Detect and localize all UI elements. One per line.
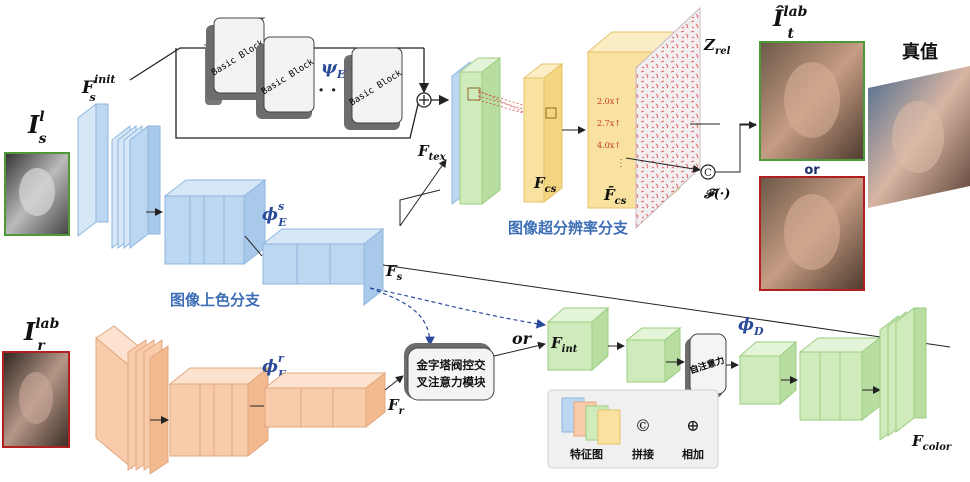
label-Fint: Fint bbox=[550, 334, 578, 355]
feature-Fint-cube bbox=[546, 306, 610, 372]
svg-text:C: C bbox=[704, 168, 712, 179]
encoder-s-cubes bbox=[163, 178, 267, 266]
decoder-cube-3 bbox=[798, 336, 882, 422]
ratio-label-3: 4.0x↑ bbox=[597, 141, 621, 150]
encoder-s-first-layers bbox=[77, 102, 161, 250]
label-Fcs-bar: F̄cs bbox=[603, 185, 627, 207]
feature-Fcolor-layers bbox=[879, 306, 927, 442]
self-attention-block: 自注意力 bbox=[685, 333, 727, 398]
pyramid-label-1: 金字塔阀控交 bbox=[416, 358, 486, 372]
feature-Fs-cubes bbox=[261, 227, 385, 307]
label-phiD: ϕD bbox=[738, 315, 764, 338]
link-enc-fs bbox=[244, 235, 263, 257]
encoder-r-cubes bbox=[168, 366, 270, 458]
label-Ftex: Ftex bbox=[417, 142, 447, 163]
label-Zrel: Zrel bbox=[703, 36, 731, 57]
legend-add: 相加 bbox=[682, 447, 704, 461]
pyramid-label-2: 叉注意力模块 bbox=[416, 375, 486, 389]
legend: 特征图 © 拼接 ⊕ 相加 bbox=[547, 389, 719, 469]
feature-Ftex bbox=[451, 56, 502, 206]
section-title-colorization: 图像上色分支 bbox=[170, 291, 261, 309]
concat-node-icon: C bbox=[700, 164, 716, 180]
feature-Fcs bbox=[522, 62, 564, 204]
ratio-label-2: 2.7x↑ bbox=[597, 119, 621, 128]
concat-icon: © bbox=[635, 416, 651, 435]
decoder-cube-1 bbox=[625, 326, 682, 384]
ratio-label-1: 2.0x↑ bbox=[597, 97, 621, 106]
label-F-func: 𝓕(·) bbox=[703, 187, 730, 202]
arrow-fs-to-ftex bbox=[399, 159, 447, 227]
label-Fcolor: Fcolor bbox=[911, 432, 952, 453]
line-fs-branch bbox=[399, 189, 441, 226]
label-psiE: ψE bbox=[321, 58, 346, 81]
dashed-fs-to-fint bbox=[369, 287, 547, 329]
label-or-top: or bbox=[804, 163, 820, 178]
arrow-fr-to-pyramid bbox=[384, 375, 404, 391]
reference-image bbox=[2, 351, 70, 448]
arrow-to-concat bbox=[625, 157, 701, 173]
feature-Fr-cubes bbox=[263, 371, 387, 429]
input-image-gray bbox=[4, 152, 70, 236]
decoder-cube-2 bbox=[738, 340, 798, 406]
encoder-r-first-layers bbox=[95, 325, 169, 475]
ground-truth-label: 真值 bbox=[902, 41, 938, 63]
arrow-to-output-top bbox=[715, 121, 757, 173]
line-output bbox=[715, 123, 756, 173]
ellipsis-dots: · · · bbox=[318, 80, 349, 101]
line-fs-to-fcolor bbox=[382, 264, 951, 348]
skip-line-bottom bbox=[175, 48, 420, 139]
pyramid-attention-module: 金字塔阀控交 叉注意力模块 bbox=[404, 343, 495, 401]
ground-truth-image bbox=[868, 66, 970, 208]
legend-concat: 拼接 bbox=[632, 447, 654, 461]
add-icon bbox=[416, 92, 432, 108]
output-image-top bbox=[759, 41, 865, 161]
ratio-dots: ⋮ bbox=[616, 158, 626, 169]
add-legend-icon: ⊕ bbox=[686, 416, 699, 435]
basic-block-card-3: Basic Block bbox=[344, 47, 404, 130]
label-or-bottom: or bbox=[512, 329, 533, 348]
basic-block-card-2: Basic Block bbox=[256, 36, 316, 119]
output-image-bottom bbox=[759, 176, 865, 291]
label-Fs: Fs bbox=[385, 262, 403, 283]
legend-feature-map: 特征图 bbox=[570, 447, 603, 461]
dashed-fs-to-pyramid bbox=[369, 287, 435, 347]
label-Fcs: Fcs bbox=[533, 174, 557, 195]
label-Fr: Fr bbox=[387, 396, 405, 417]
arrow-pyramid-to-fint bbox=[493, 341, 546, 357]
section-title-super-resolution: 图像超分辨率分支 bbox=[508, 219, 629, 237]
